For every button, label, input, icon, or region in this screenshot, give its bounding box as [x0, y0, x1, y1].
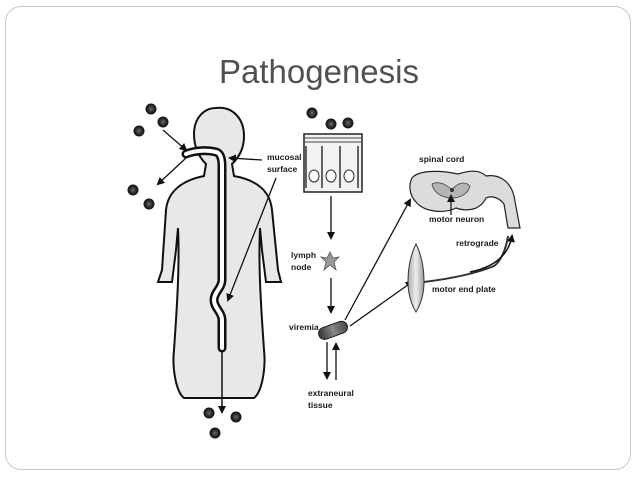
lymph-node-icon [319, 251, 341, 272]
virus-particles [127, 103, 354, 439]
spinal-cord-cross-section [409, 170, 521, 229]
label-viremia: viremia [289, 322, 319, 332]
virus-particle-icon [306, 107, 318, 119]
virus-particle-icon [209, 427, 221, 439]
virus-particle-icon [143, 198, 155, 210]
label-extraneural-tissue: extraneural tissue [308, 388, 356, 410]
label-spinal-cord: spinal cord [419, 154, 464, 164]
label-motor-neuron: motor neuron [429, 214, 484, 224]
virus-particle-icon [203, 407, 215, 419]
label-motor-end-plate: motor end plate [432, 284, 496, 294]
label-retrograde: retrograde [456, 238, 499, 248]
blood-vessel-icon [318, 320, 349, 340]
virus-particle-icon [157, 116, 169, 128]
label-mucosal-surface: mucosal surface [267, 152, 304, 174]
virus-particle-icon [133, 125, 145, 137]
virus-particle-icon [230, 411, 242, 423]
virus-particle-icon [127, 184, 139, 196]
muscle-fiber-icon [407, 235, 509, 313]
slide-frame [5, 6, 631, 470]
virus-particle-icon [342, 117, 354, 129]
virus-particle-icon [145, 103, 157, 115]
intestinal-epithelium [303, 133, 363, 193]
slide-title: Pathogenesis [219, 53, 419, 90]
gi-tract [181, 146, 227, 414]
label-lymph-node: lymph node [291, 250, 318, 272]
virus-particle-icon [325, 118, 337, 130]
